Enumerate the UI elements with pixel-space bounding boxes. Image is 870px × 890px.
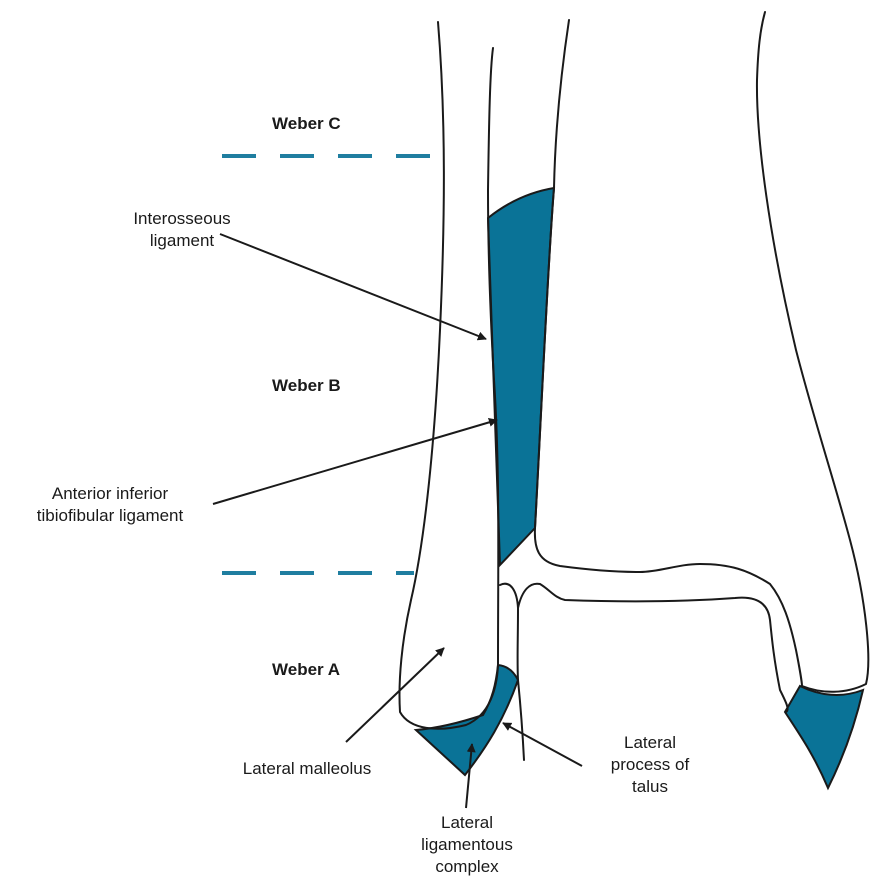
tibiofibular-ligament-arrow bbox=[213, 420, 497, 504]
weber-a-label: Weber A bbox=[272, 660, 340, 680]
label-line: complex bbox=[397, 856, 537, 878]
fibula-outline bbox=[399, 22, 498, 729]
label-line: ligament bbox=[72, 230, 292, 252]
label-line: Lateral malleolus bbox=[207, 758, 407, 780]
medial-ligament-shape bbox=[785, 686, 863, 788]
label-line: process of bbox=[580, 754, 720, 776]
lateral-ligamentous-complex-label: Lateral ligamentous complex bbox=[397, 812, 537, 878]
lateral-process-arrow bbox=[503, 723, 582, 766]
weber-b-label: Weber B bbox=[272, 376, 341, 396]
weber-c-label: Weber C bbox=[272, 114, 341, 134]
label-line: Interosseous bbox=[72, 208, 292, 230]
interosseous-ligament-label: Interosseous ligament bbox=[72, 208, 292, 252]
label-line: ligamentous bbox=[397, 834, 537, 856]
label-line: Lateral bbox=[397, 812, 537, 834]
label-line: Lateral bbox=[580, 732, 720, 754]
lateral-process-of-talus-label: Lateral process of talus bbox=[580, 732, 720, 798]
tibia-outline bbox=[535, 12, 868, 692]
label-line: tibiofibular ligament bbox=[0, 505, 220, 527]
tibiofibular-ligament-label: Anterior inferior tibiofibular ligament bbox=[0, 483, 220, 527]
label-line: Anterior inferior bbox=[0, 483, 220, 505]
label-line: talus bbox=[580, 776, 720, 798]
lateral-malleolus-label: Lateral malleolus bbox=[207, 758, 407, 780]
lateral-ligamentous-complex-shape bbox=[416, 665, 518, 775]
